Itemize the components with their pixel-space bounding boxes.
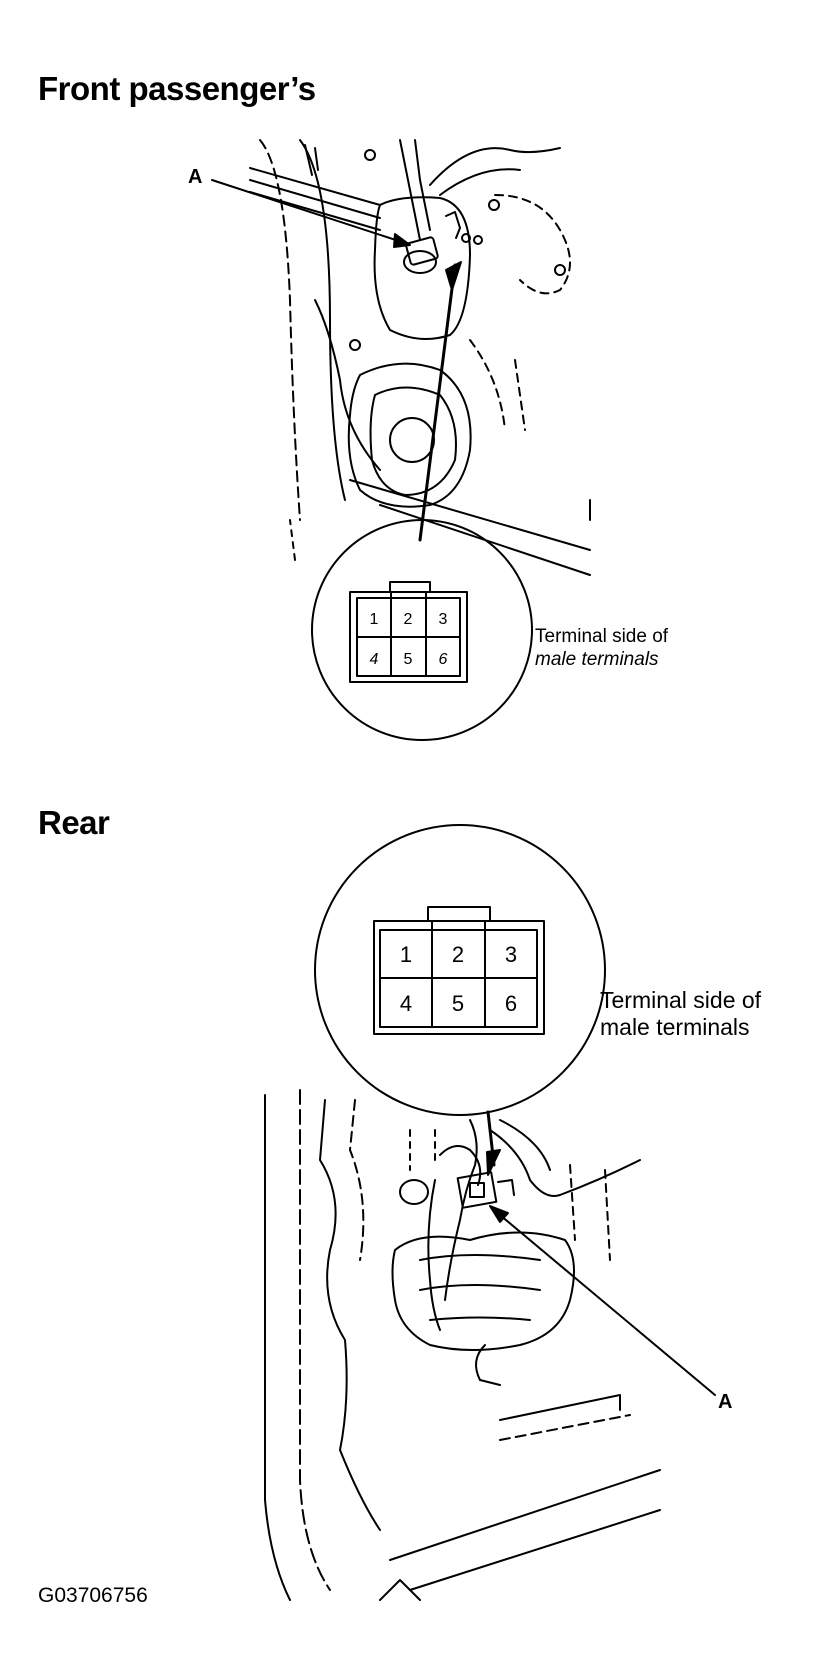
rear-connector-inset (314, 824, 606, 1116)
rear-pin-labels: 1 2 3 4 5 6 (400, 942, 517, 1016)
rear-pin-4: 4 (400, 991, 412, 1016)
rear-door-illustration (264, 1089, 716, 1601)
front-pin-6: 6 (439, 651, 448, 668)
rear-pin-2: 2 (452, 942, 464, 967)
front-callout-a: A (188, 166, 203, 188)
front-pin-5: 5 (404, 651, 413, 668)
rear-pin-1: 1 (400, 942, 412, 967)
front-pin-2: 2 (404, 611, 413, 628)
front-passenger-heading: Front passenger’s (38, 70, 316, 107)
rear-pin-6: 6 (505, 991, 517, 1016)
rear-pin-5: 5 (452, 991, 464, 1016)
rear-pin-3: 3 (505, 942, 517, 967)
rear-caption-line1: Terminal side of (600, 987, 762, 1013)
figure-id: G03706756 (38, 1584, 148, 1607)
front-pin-3: 3 (439, 611, 448, 628)
front-caption-line1: Terminal side of (535, 626, 669, 647)
front-pin-1: 1 (370, 611, 379, 628)
front-pin-labels: 1 2 3 4 5 6 (370, 611, 448, 668)
front-caption-line2: male terminals (535, 649, 659, 670)
front-connector-inset (311, 519, 533, 741)
rear-callout-a: A (718, 1391, 733, 1413)
rear-caption-line2: male terminals (600, 1014, 750, 1040)
rear-heading: Rear (38, 804, 110, 841)
rear-terminal-caption: Terminal side of male terminals (600, 987, 761, 1041)
front-pin-4: 4 (370, 651, 379, 668)
front-door-illustration (211, 139, 591, 576)
front-terminal-caption: Terminal side of male terminals (535, 625, 668, 671)
